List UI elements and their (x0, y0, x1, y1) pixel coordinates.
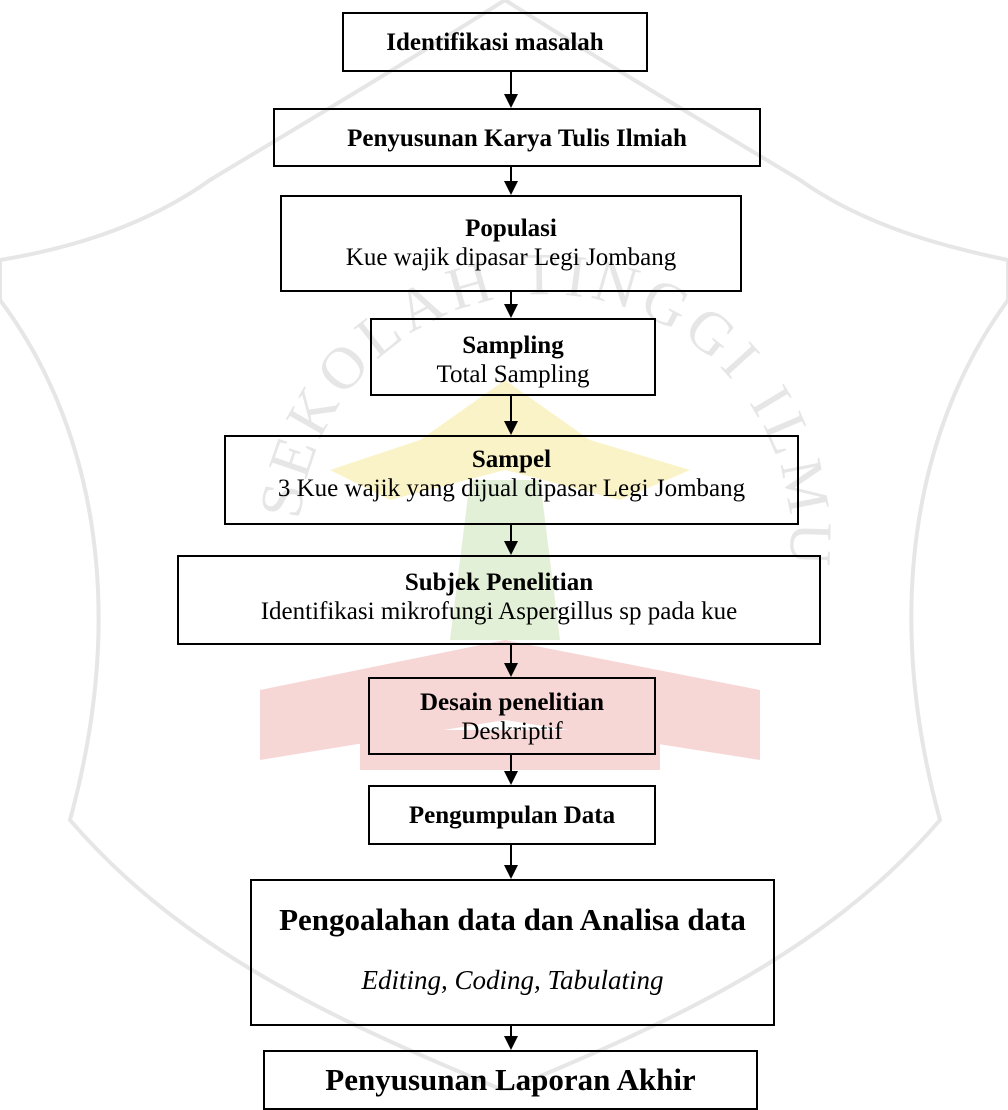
step-detail: 3 Kue wajik yang dijual dipasar Legi Jom… (277, 475, 746, 502)
step-detail: Editing, Coding, Tabulating (361, 965, 664, 995)
step-sampel: Sampel 3 Kue wajik yang dijual dipasar L… (224, 435, 799, 525)
step-title: Pengumpulan Data (408, 802, 616, 829)
arrow-8 (504, 845, 518, 879)
step-title: Pengoalahan data dan Analisa data (279, 902, 746, 937)
arrow-3 (504, 292, 518, 318)
step-title: Desain penelitian (419, 689, 605, 716)
step-penyusunan-laporan-akhir: Penyusunan Laporan Akhir (263, 1050, 758, 1110)
arrow-2 (504, 167, 518, 195)
step-pengolahan-analisa-data: Pengoalahan data dan Analisa data Editin… (250, 879, 775, 1026)
arrow-4 (504, 396, 518, 435)
step-title: Sampel (471, 446, 552, 473)
step-sampling: Sampling Total Sampling (370, 318, 656, 396)
step-desain-penelitian: Desain penelitian Deskriptif (368, 677, 656, 755)
step-subjek-penelitian: Subjek Penelitian Identifikasi mikrofung… (177, 555, 821, 645)
arrow-9 (504, 1026, 518, 1050)
arrow-5 (504, 525, 518, 555)
step-populasi: Populasi Kue wajik dipasar Legi Jombang (280, 195, 742, 292)
step-title: Identifikasi masalah (386, 29, 604, 56)
step-detail: Total Sampling (436, 361, 590, 388)
step-pengumpulan-data: Pengumpulan Data (368, 785, 656, 845)
step-title: Penyusunan Laporan Akhir (325, 1062, 696, 1097)
step-title: Penyusunan Karya Tulis Ilmiah (347, 125, 687, 152)
step-detail: Identifikasi mikrofungi Aspergillus sp p… (260, 598, 738, 625)
step-identifikasi-masalah: Identifikasi masalah (342, 12, 648, 72)
step-detail: Deskriptif (461, 718, 563, 745)
arrow-1 (504, 72, 518, 108)
step-title: Subjek Penelitian (404, 569, 594, 596)
step-detail: Kue wajik dipasar Legi Jombang (345, 244, 677, 271)
arrow-7 (504, 755, 518, 785)
arrow-6 (504, 645, 518, 677)
step-title: Sampling (462, 332, 564, 359)
step-penyusunan-karya-tulis: Penyusunan Karya Tulis Ilmiah (273, 108, 761, 167)
step-title: Populasi (465, 215, 557, 242)
